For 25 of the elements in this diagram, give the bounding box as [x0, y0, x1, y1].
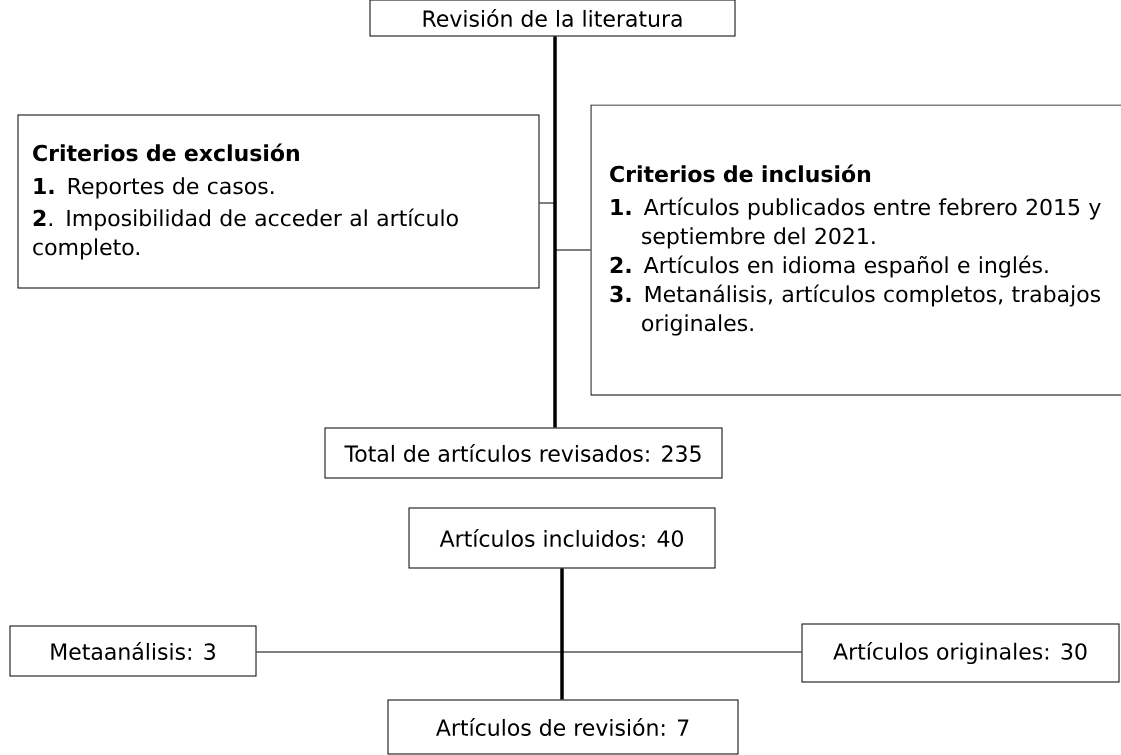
connector-line — [553, 36, 557, 428]
connector-line — [560, 568, 564, 700]
box-heading: Criterios de inclusión — [610, 164, 871, 183]
box-heading: Criterios de exclusión — [33, 143, 299, 162]
text-box — [324, 427, 723, 479]
box-label: Artículos incluidos: 40 — [439, 529, 683, 547]
connector-line — [561, 568, 802, 653]
criterion-item: 3. Metanálisis, artículos completos, trabajos originales. — [610, 284, 1101, 336]
text-box — [17, 114, 540, 289]
box-label: Artículos originales: 30 — [833, 641, 1087, 665]
box-label: Metaanálisis: 3 — [51, 642, 215, 660]
criterion-item: 1. Artículos publicados entre febrero 2015 y septiembre del 2021. — [611, 197, 1101, 249]
criterion-item: 2. Imposibilidad de acceder al artículo completo. — [33, 208, 458, 260]
criterion-item: 1. Reportes de casos. — [34, 177, 274, 199]
text-box — [408, 507, 716, 569]
text-box — [387, 699, 739, 755]
box-label: Revisión de la literatura — [423, 9, 682, 27]
text-box — [369, 0, 736, 37]
box-label: Total de artículos revisados: 235 — [344, 444, 701, 462]
text-box — [801, 623, 1120, 683]
text-box — [9, 625, 257, 677]
connector-line — [554, 36, 591, 251]
criterion-item: 2. Artículos en idioma español e inglés. — [610, 255, 1048, 278]
box-label: Artículos de revisión: 7 — [436, 718, 689, 736]
text-box — [590, 104, 1121, 396]
